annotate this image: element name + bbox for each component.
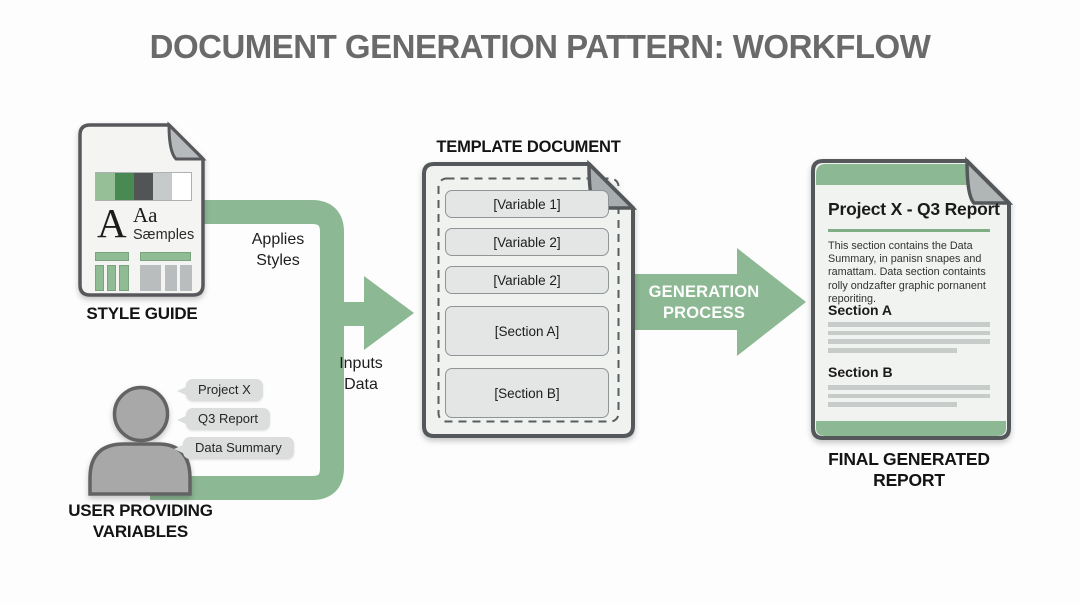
folded-corner-icon	[167, 121, 207, 161]
user-icon	[88, 385, 192, 496]
generation-arrow-icon	[630, 248, 806, 356]
placeholder-line	[828, 385, 990, 390]
template-field-variable-3: [Variable 2]	[445, 266, 609, 294]
user-label: USER PROVIDING VARIABLES	[68, 501, 213, 541]
layout-bar-green-column	[95, 265, 104, 291]
placeholder-line	[828, 339, 990, 344]
report-section-b-heading: Section B	[828, 364, 893, 380]
layout-bar-green-header	[140, 252, 191, 261]
layout-bar-green-column	[107, 265, 116, 291]
placeholder-line	[828, 322, 990, 327]
report-title-rule	[828, 229, 990, 232]
layout-bar-green-header	[95, 252, 129, 261]
template-field-variable-2: [Variable 2]	[445, 228, 609, 256]
layout-bar-green-column	[119, 265, 129, 291]
color-swatch-row	[95, 172, 192, 201]
color-swatch	[153, 173, 172, 200]
report-header-band	[816, 164, 991, 185]
template-field-section-b: [Section B]	[445, 368, 609, 418]
layout-bar-gray-block	[165, 265, 177, 291]
type-sample-letter-pair: Aa	[133, 203, 158, 227]
variable-tag: Data Summary	[174, 437, 294, 459]
generation-process-label: GENERATION PROCESS	[648, 283, 760, 322]
applies-styles-label: Applies Styles	[251, 231, 305, 269]
color-swatch	[96, 173, 115, 200]
merge-arrowhead-icon	[331, 276, 414, 350]
placeholder-line	[828, 348, 957, 353]
report-footer-band	[816, 421, 1006, 436]
color-swatch	[115, 173, 134, 200]
dashed-content-frame	[437, 177, 620, 423]
type-sample-large-letter: A	[97, 200, 127, 246]
final-report-label: FINAL GENERATED REPORT	[828, 449, 990, 490]
template-field-variable-1: [Variable 1]	[445, 190, 609, 218]
color-swatch	[172, 173, 191, 200]
report-body-text: This section contains the Data Summary, …	[828, 240, 986, 305]
template-document-label: TEMPLATE DOCUMENT	[436, 138, 621, 156]
placeholder-line	[828, 393, 990, 399]
page-title: DOCUMENT GENERATION PATTERN: WORKFLOW	[149, 28, 931, 65]
placeholder-line	[828, 330, 990, 336]
report-section-a-lines	[828, 322, 990, 357]
report-section-a-heading: Section A	[828, 302, 893, 318]
placeholder-line	[828, 402, 957, 407]
report-title: Project X - Q3 Report	[828, 199, 1000, 219]
style-guide-label: STYLE GUIDE	[86, 304, 198, 323]
layout-bar-gray-block	[180, 265, 192, 291]
merge-flow-arrow	[150, 200, 414, 500]
variable-tag: Project X	[177, 379, 263, 401]
color-swatch	[134, 173, 153, 200]
type-samples-text: Sæmples	[133, 227, 195, 243]
variable-tag: Q3 Report	[177, 408, 270, 430]
inputs-data-label: Inputs Data	[339, 355, 383, 393]
layout-bar-gray-block	[140, 265, 161, 291]
report-section-b-lines	[828, 385, 990, 411]
template-field-section-a: [Section A]	[445, 306, 609, 356]
